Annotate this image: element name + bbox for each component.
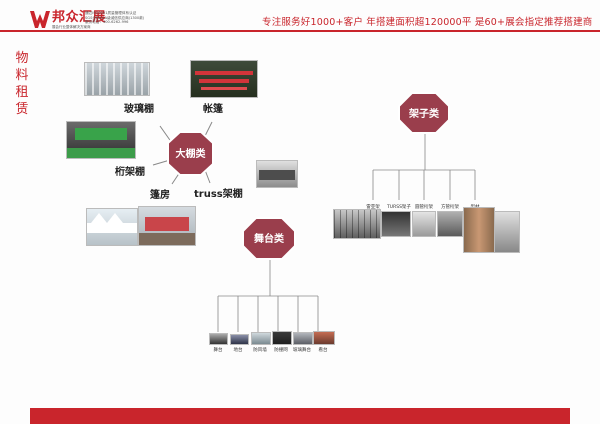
round-truss-photo — [412, 211, 436, 237]
tent-item-marquee: 篷房 — [150, 190, 170, 201]
frame-hub-octagon — [398, 92, 450, 134]
layher-frame-photo — [333, 209, 381, 239]
square-truss-photo — [437, 211, 463, 237]
brand-tagline: 展会行业整体解决方案商 — [52, 25, 91, 29]
frame-item-label: 方管桁架 — [441, 205, 459, 210]
header-divider — [0, 30, 600, 32]
stage-item-label: 防风墙 — [253, 348, 267, 353]
stage-item-label: 防撞网 — [274, 348, 288, 353]
service-phone: 服务电话：400-6262-996 — [85, 20, 129, 25]
title-char: 赁 — [15, 102, 29, 117]
page-title-vertical: 物 料 租 赁 — [14, 50, 30, 118]
marquee-tent-photo-1 — [86, 208, 138, 246]
frame-item-label: 雷亚架 — [366, 205, 380, 210]
glass-stage-photo — [293, 332, 313, 345]
brand-name: 邦众汇展 — [52, 10, 107, 25]
tent-hub-label: 大棚类 — [176, 147, 206, 160]
platform-photo — [230, 334, 249, 345]
company-logo: 邦众汇展 展会行业整体解决方案商 — [30, 10, 210, 30]
stage-item-label: 地台 — [233, 348, 243, 353]
stage-hub-label: 舞台类 — [254, 232, 284, 245]
truss-tent-photo — [66, 121, 136, 159]
truss-frame-photo — [381, 211, 411, 237]
header-slogan: 专注服务好1000+客户 年搭建面积超120000平 是60+展会指定推荐搭建商 — [262, 17, 593, 28]
crash-barrier-photo — [272, 331, 292, 345]
cert-line: 通过ISO9001质量管理体系认证 — [85, 11, 137, 15]
tent-hub-octagon — [167, 131, 214, 176]
stage-item-label: 看台 — [318, 348, 328, 353]
canopy-tent-photo — [190, 60, 258, 98]
footer-bar — [30, 408, 570, 424]
cert-line: SGS全球AAA级诚信供应商(1300款) — [85, 15, 145, 20]
stage-hub-octagon — [242, 217, 296, 260]
truss-shed-photo — [256, 160, 298, 188]
stage-item-label: 舞台 — [213, 348, 223, 353]
title-char: 物 — [15, 51, 29, 66]
frame-tree — [372, 125, 476, 200]
profile-photo-1 — [463, 207, 495, 253]
logo-mark-icon — [30, 11, 50, 28]
profile-photo-2 — [494, 211, 520, 253]
tent-item-canopy: 帐篷 — [203, 104, 223, 115]
grandstand-photo — [313, 331, 335, 345]
stage-tree — [217, 257, 319, 332]
tent-item-glass: 玻璃棚 — [124, 104, 154, 115]
windbreak-photo — [251, 332, 271, 345]
title-char: 料 — [15, 68, 29, 83]
tent-item-truss: 桁架棚 — [115, 167, 145, 178]
frame-item-label: 圆管桁架 — [415, 205, 433, 210]
title-char: 租 — [15, 85, 29, 100]
stage-item-label: 玻璃舞台 — [293, 348, 311, 353]
stage-photo — [209, 333, 228, 345]
glass-tent-photo — [84, 62, 150, 96]
marquee-tent-photo-2 — [138, 206, 196, 246]
frame-item-label: TURSS架子 — [387, 205, 411, 210]
frame-hub-label: 架子类 — [408, 107, 439, 120]
tent-item-truss-shed: truss架棚 — [194, 189, 243, 200]
certification-info: 通过ISO9001质量管理体系认证 SGS全球AAA级诚信供应商(1300款) … — [85, 11, 165, 25]
